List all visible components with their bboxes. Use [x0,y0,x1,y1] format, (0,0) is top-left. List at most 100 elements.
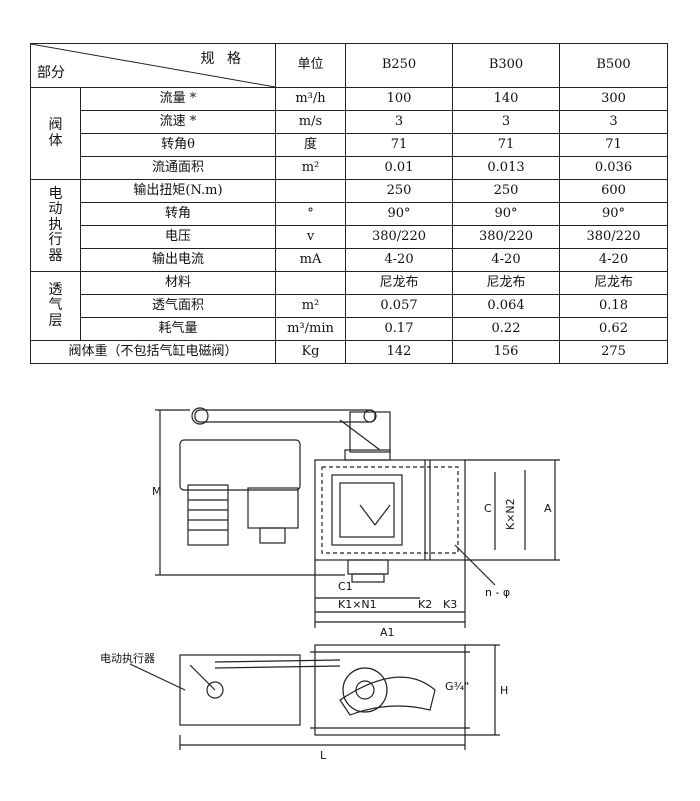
dim-label-c: C [484,502,492,515]
unit-header: 单位 [275,43,346,88]
value-cell: 71 [345,133,453,157]
param-cell: 耗气量 [80,317,276,341]
value-cell: 尼龙布 [559,271,668,295]
param-cell: 转角θ [80,133,276,157]
dim-label-k3: K3 [443,598,457,611]
value-cell: 250 [345,179,453,203]
param-cell: 输出扭矩(N.m) [80,179,276,203]
unit-cell: m³/h [275,87,346,111]
group-label-char: 器 [48,247,63,264]
unit-cell [275,271,346,295]
param-cell: 流量 * [80,87,276,111]
dim-label-h: H [500,684,508,697]
value-cell: 300 [559,87,668,111]
value-cell: 3 [345,110,453,134]
value-cell: 140 [452,87,560,111]
weight-unit-cell: Kg [275,340,346,364]
group-label-char: 透 [48,281,63,298]
model-header-b250: B250 [345,43,453,88]
table-row: 转角°90°90°90° [31,202,668,226]
weight-value-cell: 142 [345,340,453,364]
dim-label-l: L [320,749,327,762]
value-cell: 380/220 [559,225,668,249]
unit-cell: m² [275,294,346,318]
group-label-char: 阀 [48,117,63,134]
unit-cell: mA [275,248,346,272]
value-cell: 0.013 [452,156,560,180]
value-cell: 100 [345,87,453,111]
group-label-char: 执 [48,216,63,233]
dim-label-a: A [544,502,552,515]
value-cell: 90° [452,202,560,226]
dim-label-n-phi: n - φ [485,586,510,599]
param-cell: 转角 [80,202,276,226]
value-cell: 尼龙布 [345,271,453,295]
group-label-cell: 阀体 [30,87,81,180]
value-cell: 0.036 [559,156,668,180]
value-cell: 4-20 [559,248,668,272]
unit-cell: v [275,225,346,249]
param-cell: 透气面积 [80,294,276,318]
value-cell: 71 [452,133,560,157]
header-row: 规 格 部分 单位 B250 B300 B500 [30,43,668,88]
param-cell: 材料 [80,271,276,295]
value-cell: 4-20 [452,248,560,272]
value-cell: 3 [452,110,560,134]
model-header-b300: B300 [452,43,560,88]
valve-drawing: M C K×N2 A C1 n - φ K1×N1 K2 K3 A1 H L G… [100,407,560,762]
table-row: 透气层材料尼龙布尼龙布尼龙布 [30,271,668,341]
group-label-cell: 电动执行器 [30,179,81,272]
model-header-b500: B500 [559,43,668,88]
value-cell: 0.62 [559,317,668,341]
value-cell: 380/220 [345,225,453,249]
value-cell: 0.22 [452,317,560,341]
value-cell: 0.17 [345,317,453,341]
value-cell: 0.18 [559,294,668,318]
value-cell: 90° [345,202,453,226]
unit-cell: m² [275,156,346,180]
unit-cell: m³/min [275,317,346,341]
value-cell: 71 [559,133,668,157]
group-label-char: 行 [48,232,63,249]
unit-cell: m/s [275,110,346,134]
value-cell: 0.01 [345,156,453,180]
dim-label-kxn2: K×N2 [504,498,517,530]
value-cell: 0.057 [345,294,453,318]
side-view-body [314,644,466,736]
group-label-cell: 透气层 [30,271,81,341]
group-label-char: 层 [48,312,63,329]
value-cell: 90° [559,202,668,226]
group-label-char: 电 [48,186,63,203]
dim-label-k1xn1: K1×N1 [338,598,377,611]
part-header: 部分 [37,64,65,81]
dim-label-c1: C1 [338,580,353,593]
unit-cell [275,179,346,203]
param-cell: 流速 * [80,110,276,134]
group-label-char: 体 [48,132,63,149]
dim-label-a1: A1 [380,626,395,639]
group-label-char: 气 [48,297,63,314]
dim-label-k2: K2 [418,598,432,611]
value-cell: 尼龙布 [452,271,560,295]
value-cell: 4-20 [345,248,453,272]
weight-value-cell: 156 [452,340,560,364]
actuator-label: 电动执行器 [100,651,155,665]
value-cell: 0.064 [452,294,560,318]
weight-param-cell: 阀体重（不包括气缸电磁阀） [30,340,276,364]
weight-value-cell: 275 [559,340,668,364]
value-cell: 380/220 [452,225,560,249]
param-cell: 电压 [80,225,276,249]
value-cell: 250 [452,179,560,203]
group-label-char: 动 [48,201,63,218]
value-cell: 3 [559,110,668,134]
dim-label-m: M [152,485,162,498]
